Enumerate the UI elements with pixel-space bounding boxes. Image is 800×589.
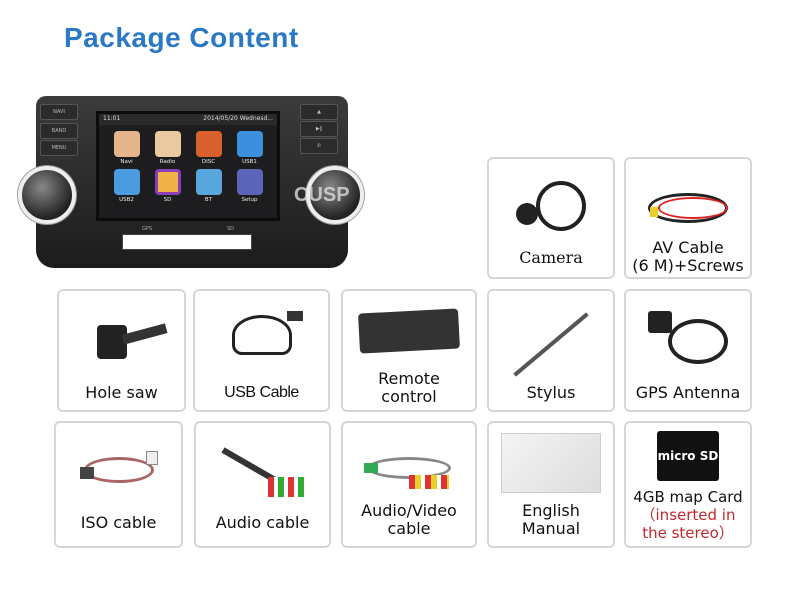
app-bt: BT — [191, 169, 226, 203]
head-unit-image: NAVI BAND MENU ▲ ▶‖ ✆ 11:01 2014/05/20 W… — [18, 88, 364, 272]
stylus-image — [513, 312, 589, 377]
tune-knob — [306, 166, 364, 224]
status-bar: 11:01 2014/05/20 Wednesd... — [99, 114, 277, 125]
radio-icon — [154, 131, 181, 157]
audio-cable-image — [213, 437, 313, 507]
camera-image — [506, 173, 596, 243]
status-date: 2014/05/20 Wednesd... — [203, 115, 273, 122]
usb-icon — [236, 131, 263, 157]
app-setup: Setup — [232, 169, 267, 203]
volume-knob — [18, 166, 76, 224]
item-camera: Camera — [487, 157, 615, 279]
av-harness-image — [359, 437, 459, 497]
page-title: Package Content — [64, 22, 299, 53]
hole-saw-image — [77, 305, 168, 365]
disc-icon — [195, 131, 222, 157]
item-hole-saw: Hole saw — [57, 289, 186, 412]
folder-icon — [154, 169, 181, 195]
status-time: 11:01 — [103, 115, 121, 122]
av-cable-image — [638, 173, 738, 233]
item-usb-cable: USB Cable — [193, 289, 330, 412]
remote-image — [358, 308, 460, 354]
gear-icon — [236, 169, 263, 195]
usb-icon — [113, 169, 140, 195]
usb-cable-image — [217, 305, 307, 365]
sd-slot-label: SD — [227, 226, 235, 232]
manual-image — [501, 433, 601, 493]
iso-cable-image — [74, 437, 164, 497]
item-stylus: Stylus — [487, 289, 615, 412]
play-pause-icon: ▶‖ — [300, 121, 338, 137]
screen: 11:01 2014/05/20 Wednesd... Navi Radio D… — [96, 111, 280, 221]
item-gps-antenna: GPS Antenna — [624, 289, 752, 412]
navi-button: NAVI — [40, 104, 78, 120]
map-pin-icon — [113, 131, 140, 157]
microsd-card-image: micro SD — [657, 431, 719, 481]
app-disc: DISC — [191, 131, 226, 165]
app-usb2: USB2 — [109, 169, 144, 203]
app-sd: SD — [150, 169, 185, 203]
band-button: BAND — [40, 123, 78, 139]
item-av-cable: AV Cable(6 M)+Screws — [624, 157, 752, 279]
bluetooth-icon — [195, 169, 222, 195]
cd-slot — [122, 234, 252, 250]
item-iso-cable: ISO cable — [54, 421, 183, 548]
gps-antenna-image — [643, 305, 733, 370]
phone-icon: ✆ — [300, 138, 338, 154]
eject-icon: ▲ — [300, 104, 338, 120]
gps-slot-label: GPS — [142, 226, 153, 232]
watermark: CUSP — [294, 184, 350, 206]
app-radio: Radio — [150, 131, 185, 165]
app-navi: Navi — [109, 131, 144, 165]
menu-button: MENU — [40, 140, 78, 156]
app-usb1: USB1 — [232, 131, 267, 165]
item-audio-cable: Audio cable — [194, 421, 331, 548]
